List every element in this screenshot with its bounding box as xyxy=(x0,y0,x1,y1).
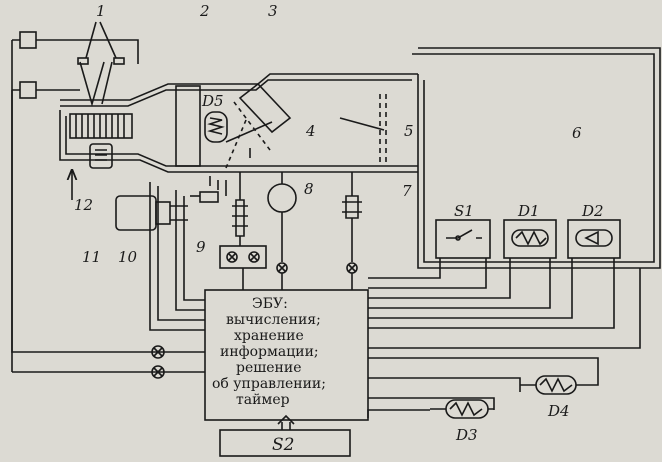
label-9: 9 xyxy=(196,238,206,256)
sensor-D4 xyxy=(520,364,599,395)
label-8: 8 xyxy=(304,180,314,198)
injector-connector-top xyxy=(19,31,37,49)
input-S2 xyxy=(219,414,351,457)
ecu-line-2: вычисления; xyxy=(226,312,321,328)
ecu-line-3: хранение xyxy=(234,328,304,344)
sensor-D3 xyxy=(430,399,494,419)
label-2: 2 xyxy=(199,2,210,20)
throttle-plate-5 xyxy=(339,94,387,166)
sensor-D2 xyxy=(567,219,621,259)
valve-10 xyxy=(149,176,227,331)
label-S2: S2 xyxy=(272,435,294,455)
airflow-flap-3 xyxy=(225,82,292,169)
flap-4 xyxy=(225,121,273,158)
intake-duct xyxy=(59,47,661,269)
label-D5: D5 xyxy=(201,92,224,110)
label-D4: D4 xyxy=(547,402,570,420)
label-D2: D2 xyxy=(581,202,604,220)
sensor-9 xyxy=(219,172,267,290)
label-10: 10 xyxy=(118,248,138,266)
label-7: 7 xyxy=(402,182,412,200)
label-12: 12 xyxy=(74,196,93,214)
label-3: 3 xyxy=(268,2,278,20)
air-filter-2 xyxy=(175,85,201,167)
idle-valve-12 xyxy=(89,143,113,169)
label-1: 1 xyxy=(96,2,106,20)
sensor-D5 xyxy=(204,111,228,143)
injector-connector-bottom xyxy=(19,81,37,99)
ecu-line-4: информации; xyxy=(220,344,319,360)
right-wiring xyxy=(367,258,641,418)
injector-wiring xyxy=(11,31,205,372)
label-D3: D3 xyxy=(455,426,478,444)
label-5: 5 xyxy=(404,122,414,140)
label-D1: D1 xyxy=(517,202,540,220)
ecu-box xyxy=(204,289,369,421)
ecu-line-1: ЭБУ: xyxy=(252,296,288,312)
throttle-body xyxy=(69,113,133,139)
label-6: 6 xyxy=(572,124,582,142)
indicator-lamps xyxy=(12,345,205,379)
switch-S1 xyxy=(435,219,491,259)
actuator-11 xyxy=(115,195,188,231)
sensor-7 xyxy=(342,172,362,290)
fuel-injectors xyxy=(77,21,125,107)
ecu-line-7: таймер xyxy=(236,392,290,408)
sensor-8 xyxy=(267,172,297,290)
sensor-D1 xyxy=(503,219,557,259)
label-S1: S1 xyxy=(454,202,474,220)
label-11: 11 xyxy=(82,248,101,266)
ecu-line-5: решение xyxy=(236,360,302,376)
label-4: 4 xyxy=(305,122,316,140)
ecu-line-6: об управлении; xyxy=(212,376,326,392)
